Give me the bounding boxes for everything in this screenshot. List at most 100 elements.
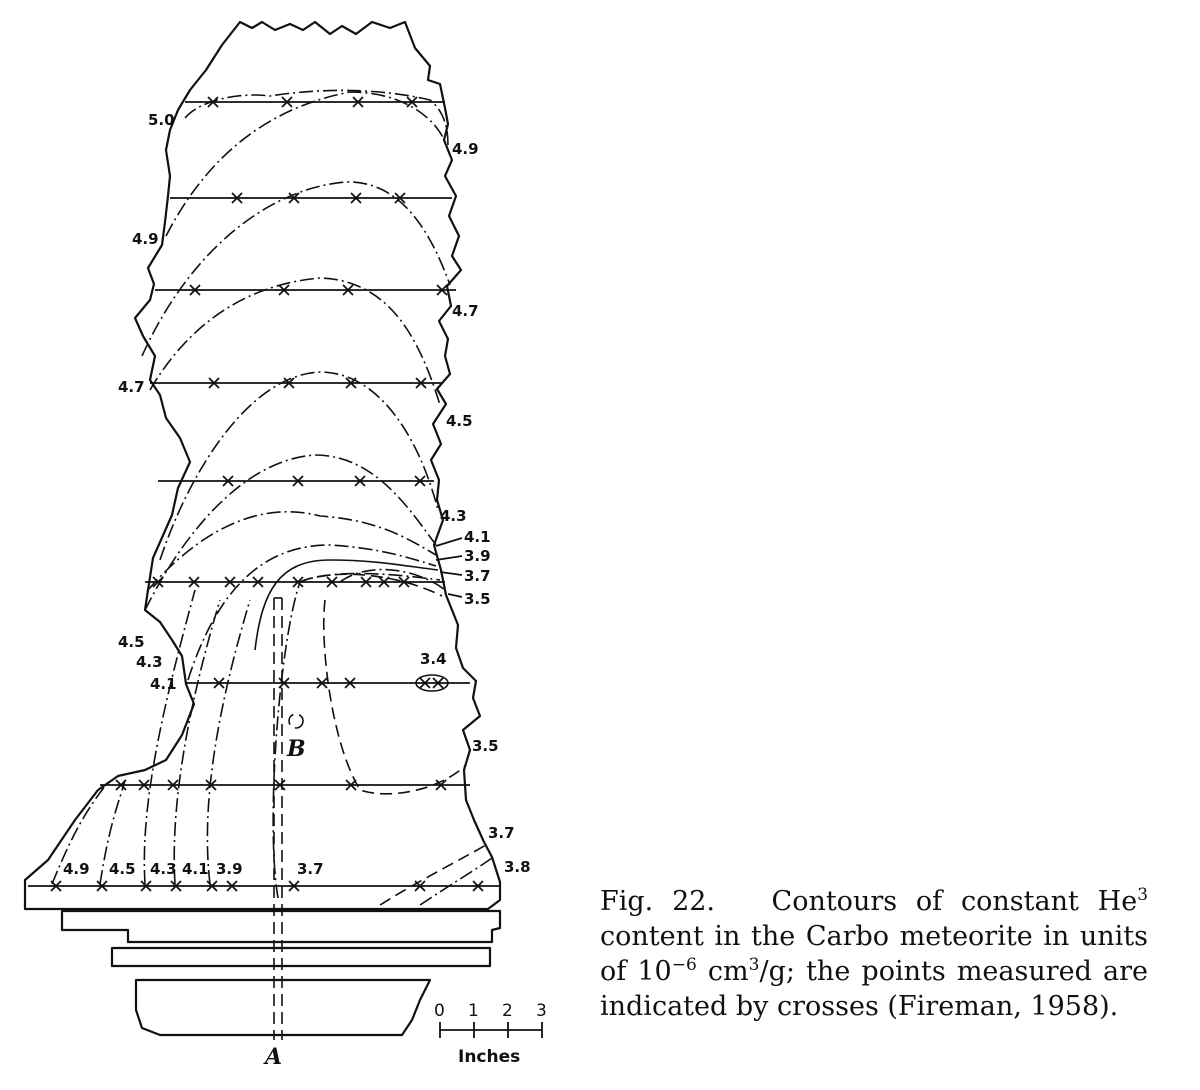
measurement-cross: [344, 677, 356, 689]
caption-sup-1: 3: [1137, 885, 1149, 905]
point-a-label: A: [263, 1044, 282, 1070]
label-4-1-right: 4.1: [464, 528, 491, 546]
caption-sup-2: −6: [671, 955, 697, 975]
caption-text-c: cm: [696, 956, 749, 987]
measurement-cross: [208, 377, 220, 389]
measurement-cross: [354, 475, 366, 487]
label-4-5-right: 4.5: [446, 412, 473, 430]
measurement-cross: [415, 377, 427, 389]
measurement-cross: [350, 192, 362, 204]
measurement-cross: [138, 779, 150, 791]
point-b-marker: [288, 713, 304, 729]
measurement-cross: [252, 576, 264, 588]
measurement-cross: [213, 677, 225, 689]
label-3-9-bottom: 3.9: [216, 860, 243, 878]
sample-bore: [273, 597, 283, 1040]
label-4-3-left: 4.3: [136, 653, 163, 671]
measurement-cross: [152, 576, 164, 588]
measurement-cross: [398, 576, 410, 588]
measurement-cross: [222, 475, 234, 487]
measurement-cross: [288, 880, 300, 892]
measurement-cross: [167, 779, 179, 791]
caption-text-a: Contours of constant He: [771, 886, 1138, 917]
label-3-8-low-right: 3.8: [504, 858, 531, 876]
measurement-cross: [231, 192, 243, 204]
measurement-cross: [115, 779, 127, 791]
caption-sup-3: 3: [748, 955, 760, 975]
measurement-cross: [406, 96, 418, 108]
measurement-cross: [436, 284, 448, 296]
caption-text-d: /g; the points measured are indicated by…: [600, 956, 1149, 1022]
caption-fig-label: Fig. 22.: [600, 886, 716, 917]
label-4-5-left: 4.5: [118, 633, 145, 651]
measurement-cross: [170, 880, 182, 892]
label-3-7-right: 3.7: [464, 567, 491, 585]
label-4-9-bottom: 4.9: [63, 860, 90, 878]
meteorite-outline: [23, 20, 502, 911]
label-3-7-bottom: 3.7: [297, 860, 324, 878]
label-4-3-bottom: 4.3: [150, 860, 177, 878]
measurement-cross: [342, 284, 354, 296]
figure-caption: Fig. 22. Contours of constant He3 conten…: [600, 884, 1148, 1024]
label-4-7-right: 4.7: [452, 302, 479, 320]
measurement-cross: [435, 779, 447, 791]
label-3-9-right: 3.9: [464, 547, 491, 565]
scale-tick-1: 1: [468, 1001, 479, 1021]
measurement-cross: [394, 192, 406, 204]
scale-tick-0: 0: [434, 1001, 445, 1021]
contour-3-4-loop: [415, 674, 449, 692]
label-3-5-mid-right: 3.5: [472, 737, 499, 755]
label-4-7-left: 4.7: [118, 378, 145, 396]
measurement-cross: [292, 475, 304, 487]
measurement-cross: [140, 880, 152, 892]
measurement-cross: [50, 880, 62, 892]
label-4-1-bottom: 4.1: [182, 860, 209, 878]
measurement-cross: [378, 576, 390, 588]
traverse-lines: [28, 101, 500, 887]
label-4-9-right: 4.9: [452, 140, 479, 158]
measurement-cross: [278, 677, 290, 689]
measurement-cross: [326, 576, 338, 588]
measurement-cross: [224, 576, 236, 588]
label-5-0: 5.0: [148, 111, 175, 129]
base-plate-top: [60, 909, 502, 944]
measurement-cross: [432, 677, 444, 689]
measurement-cross: [414, 475, 426, 487]
label-3-4-center: 3.4: [420, 650, 447, 668]
measurement-cross: [414, 880, 426, 892]
measurement-cross: [292, 576, 304, 588]
measurement-cross: [207, 96, 219, 108]
base-plate-middle: [110, 946, 492, 968]
label-4-1-left: 4.1: [150, 675, 177, 693]
caption-text-b: content in the Carbo meteorite in units …: [600, 921, 1148, 987]
measurement-cross: [419, 677, 431, 689]
label-arrows: [435, 537, 463, 598]
measurement-cross: [352, 96, 364, 108]
measurement-cross: [189, 284, 201, 296]
measurement-cross: [274, 779, 286, 791]
measurement-cross: [345, 779, 357, 791]
measurement-cross: [360, 576, 372, 588]
measurement-cross: [278, 284, 290, 296]
measurement-cross: [205, 779, 217, 791]
measurement-cross: [288, 192, 300, 204]
measurement-cross: [345, 377, 357, 389]
measurement-cross: [226, 880, 238, 892]
contour-labels: 5.0 4.9 4.9 4.7 4.7 4.5 4.3 4.1 3.9 3.7 …: [63, 111, 531, 878]
label-4-5-bottom: 4.5: [109, 860, 136, 878]
measurement-crosses: [50, 96, 484, 892]
measurement-cross: [316, 677, 328, 689]
label-3-5-right: 3.5: [464, 590, 491, 608]
scale-unit: Inches: [458, 1047, 520, 1067]
label-3-7-low-right: 3.7: [488, 824, 515, 842]
label-4-3-right: 4.3: [440, 507, 467, 525]
scale-tick-3: 3: [536, 1001, 547, 1021]
measurement-cross: [472, 880, 484, 892]
point-b-label: B: [286, 736, 306, 762]
base-plate-bottom: [134, 978, 432, 1037]
scale-bar: 0 1 2 3 Inches: [434, 1001, 547, 1067]
measurement-cross: [96, 880, 108, 892]
measurement-cross: [281, 96, 293, 108]
measurement-cross: [188, 576, 200, 588]
